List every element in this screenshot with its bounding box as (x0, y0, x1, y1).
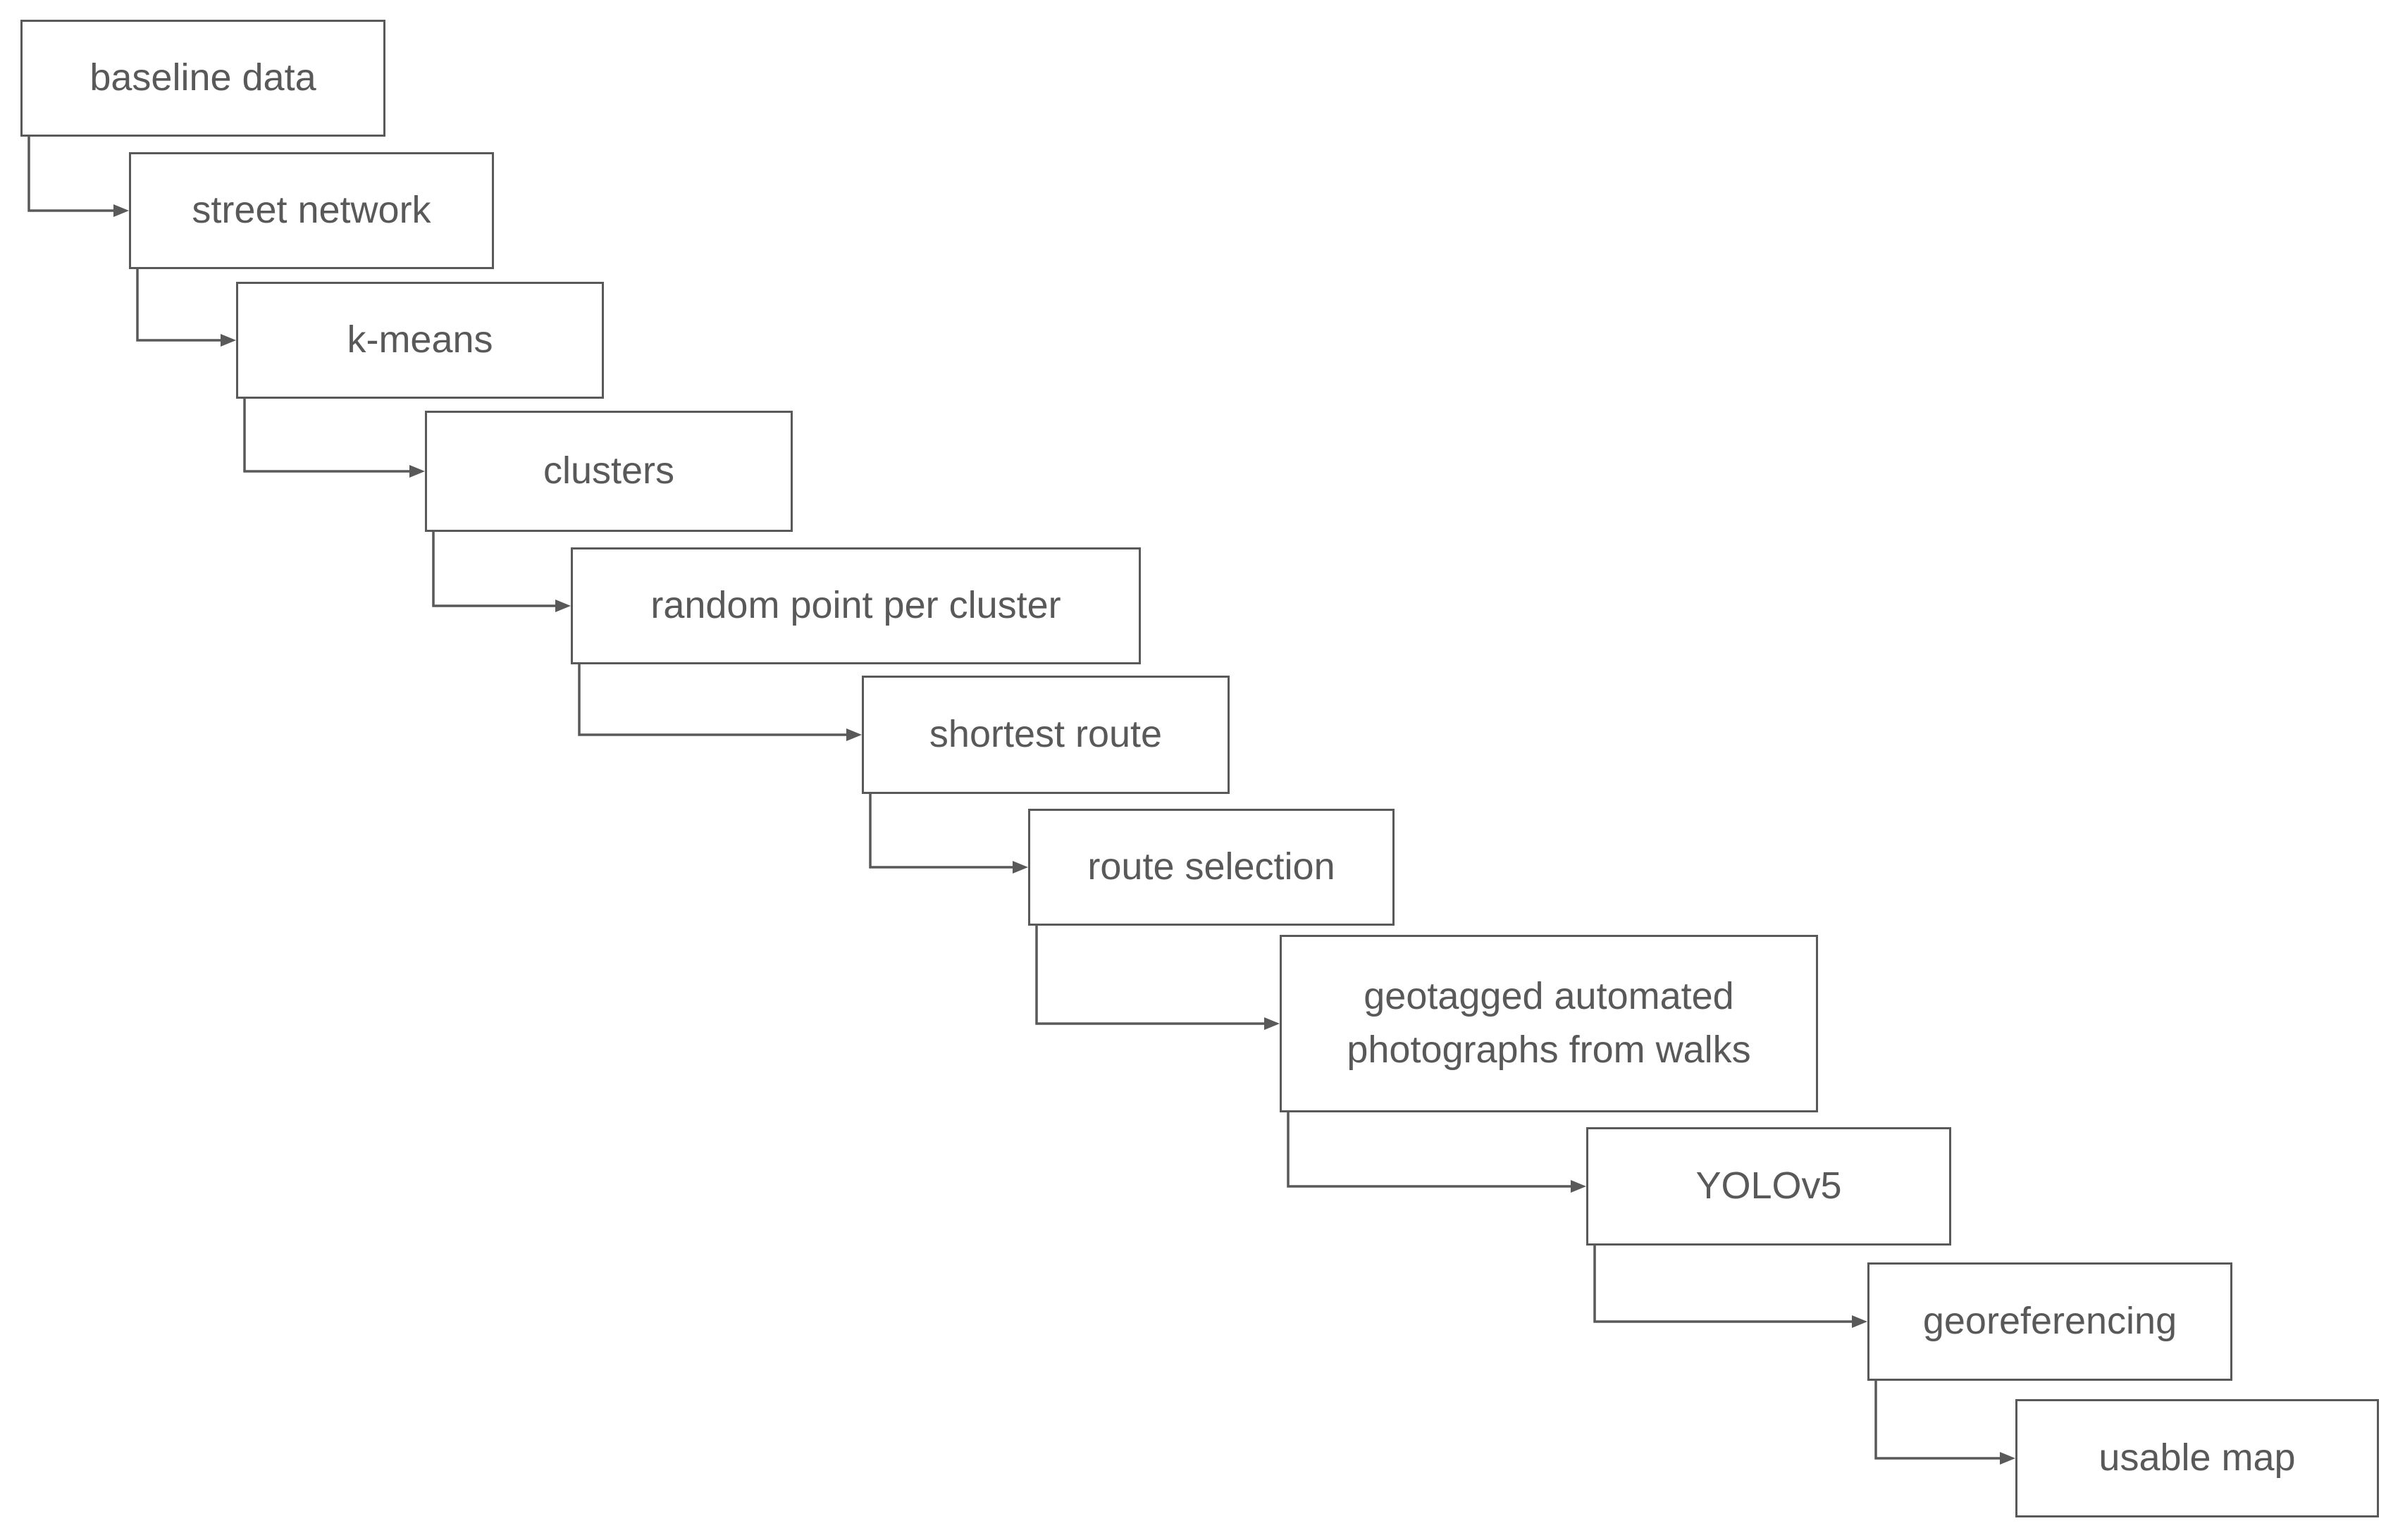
connector-shortest-route-to-route-selection (869, 794, 1014, 869)
step-yolov5: YOLOv5 (1586, 1127, 1951, 1246)
arrowhead-icon (221, 334, 236, 347)
step-label: usable map (2098, 1436, 2296, 1479)
step-label: street network (192, 189, 431, 232)
step-k-means: k-means (236, 282, 604, 399)
connector-geotagged-photographs-to-yolov5 (1287, 1112, 1572, 1188)
step-baseline-data: baseline data (20, 20, 385, 137)
connector-georeferencing-to-usable-map (1874, 1381, 2001, 1460)
connector-yolov5-to-georeferencing (1593, 1246, 1853, 1323)
step-usable-map: usable map (2015, 1399, 2379, 1517)
arrowhead-icon (113, 204, 129, 217)
step-label: shortest route (929, 713, 1163, 756)
arrowhead-icon (1264, 1017, 1280, 1030)
step-route-selection: route selection (1028, 809, 1395, 926)
step-label: geotagged automated photographs from wal… (1347, 975, 1751, 1071)
step-label: georeferencing (1922, 1300, 2177, 1343)
arrowhead-icon (409, 465, 425, 478)
step-label: clusters (543, 449, 675, 492)
arrowhead-icon (1013, 861, 1028, 874)
arrowhead-icon (2000, 1452, 2015, 1465)
arrowhead-icon (846, 728, 862, 741)
step-label: random point per cluster (650, 584, 1061, 627)
step-geotagged-photographs: geotagged automated photographs from wal… (1280, 935, 1818, 1112)
connector-k-means-to-clusters (243, 399, 411, 473)
step-label: YOLOv5 (1695, 1165, 1842, 1207)
step-street-network: street network (129, 152, 494, 269)
step-label: k-means (347, 318, 493, 361)
step-random-point-per-cluster: random point per cluster (571, 547, 1141, 664)
connector-random-point-per-cluster-to-shortest-route (578, 664, 848, 736)
arrowhead-icon (555, 600, 571, 612)
arrowhead-icon (1571, 1180, 1586, 1193)
step-label: baseline data (89, 56, 316, 99)
connector-street-network-to-k-means (136, 269, 222, 342)
connector-baseline-data-to-street-network (27, 137, 115, 212)
arrowhead-icon (1852, 1315, 1867, 1328)
connector-clusters-to-random-point-per-cluster (432, 532, 557, 607)
connector-route-selection-to-geotagged-photographs (1035, 926, 1266, 1025)
step-label: route selection (1087, 845, 1335, 888)
step-shortest-route: shortest route (862, 676, 1230, 794)
step-georeferencing: georeferencing (1867, 1262, 2232, 1381)
step-clusters: clusters (425, 411, 793, 532)
